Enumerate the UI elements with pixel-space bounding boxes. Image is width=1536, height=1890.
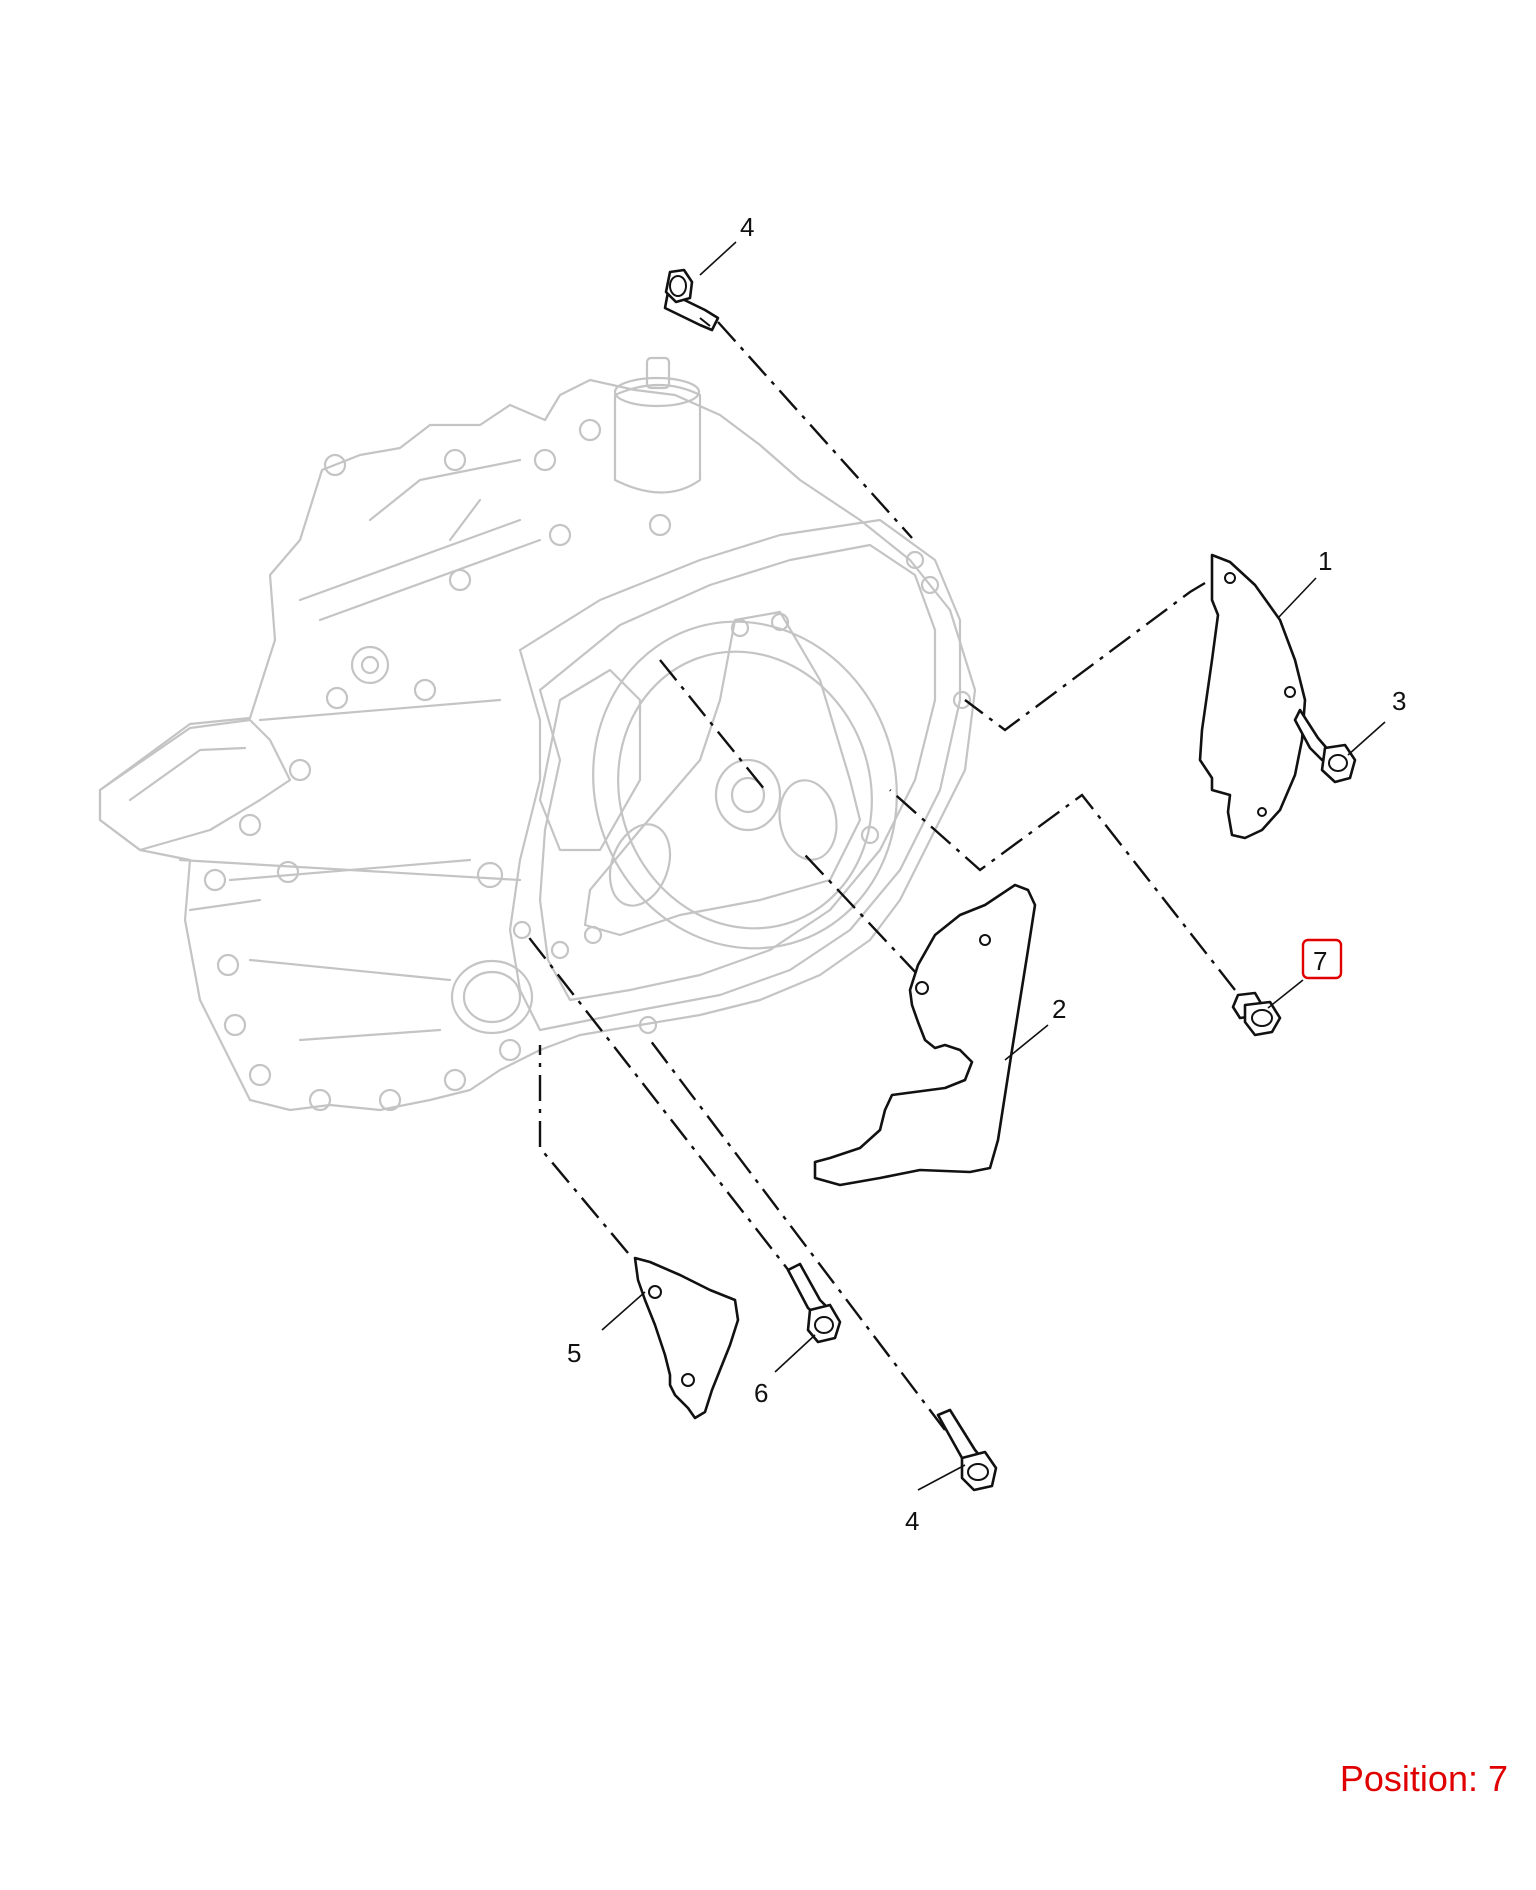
leader-5 [601,1291,646,1331]
leader-6 [774,1334,816,1373]
callout-3[interactable]: 3 [1392,686,1406,716]
callout-1[interactable]: 1 [1318,546,1332,576]
callouts: 1 2 3 4 5 6 4 7 [567,212,1406,1536]
alignment-line-panel-2 [804,854,919,976]
nut-7 [1231,991,1282,1037]
alignment-line-bolt-4-bottom [649,1039,946,1431]
leader-7 [1267,979,1304,1009]
position-label: Position: 7 [1339,1758,1508,1799]
callout-2[interactable]: 2 [1052,994,1066,1024]
alignment-line-panel-5 [538,1045,629,1254]
leader-4-top [699,241,737,276]
bolt-6 [786,1262,842,1344]
callout-4-top[interactable]: 4 [740,212,754,242]
bolt-4-bottom [936,1408,998,1492]
alignment-line-bolt-4-top [717,321,913,539]
bolt-4-top [663,268,720,332]
heat-shield-panel-1 [1198,553,1307,840]
callout-5[interactable]: 5 [567,1338,581,1368]
leader-lines [601,241,1386,1491]
callout-7-highlight-box [1301,938,1343,980]
leader-1 [1277,577,1317,619]
heat-shield-panel-2 [813,883,1037,1187]
callout-4-bottom[interactable]: 4 [905,1506,919,1536]
leader-3 [1347,721,1386,756]
alignment-line-bolt-6 [526,934,801,1286]
callout-7[interactable]: 7 [1313,946,1327,976]
bolt-3 [1293,708,1357,784]
transmission-housing [98,356,977,1112]
alignment-lines [526,321,1236,1431]
callout-6[interactable]: 6 [754,1378,768,1408]
leader-2 [1004,1024,1049,1061]
alignment-line-panel-1 [964,581,1206,732]
alignment-line-inner [659,659,766,791]
leader-4-bottom [917,1464,966,1491]
alignment-line-bolt-7 [889,789,1236,991]
heat-shield-panel-5 [633,1256,740,1420]
